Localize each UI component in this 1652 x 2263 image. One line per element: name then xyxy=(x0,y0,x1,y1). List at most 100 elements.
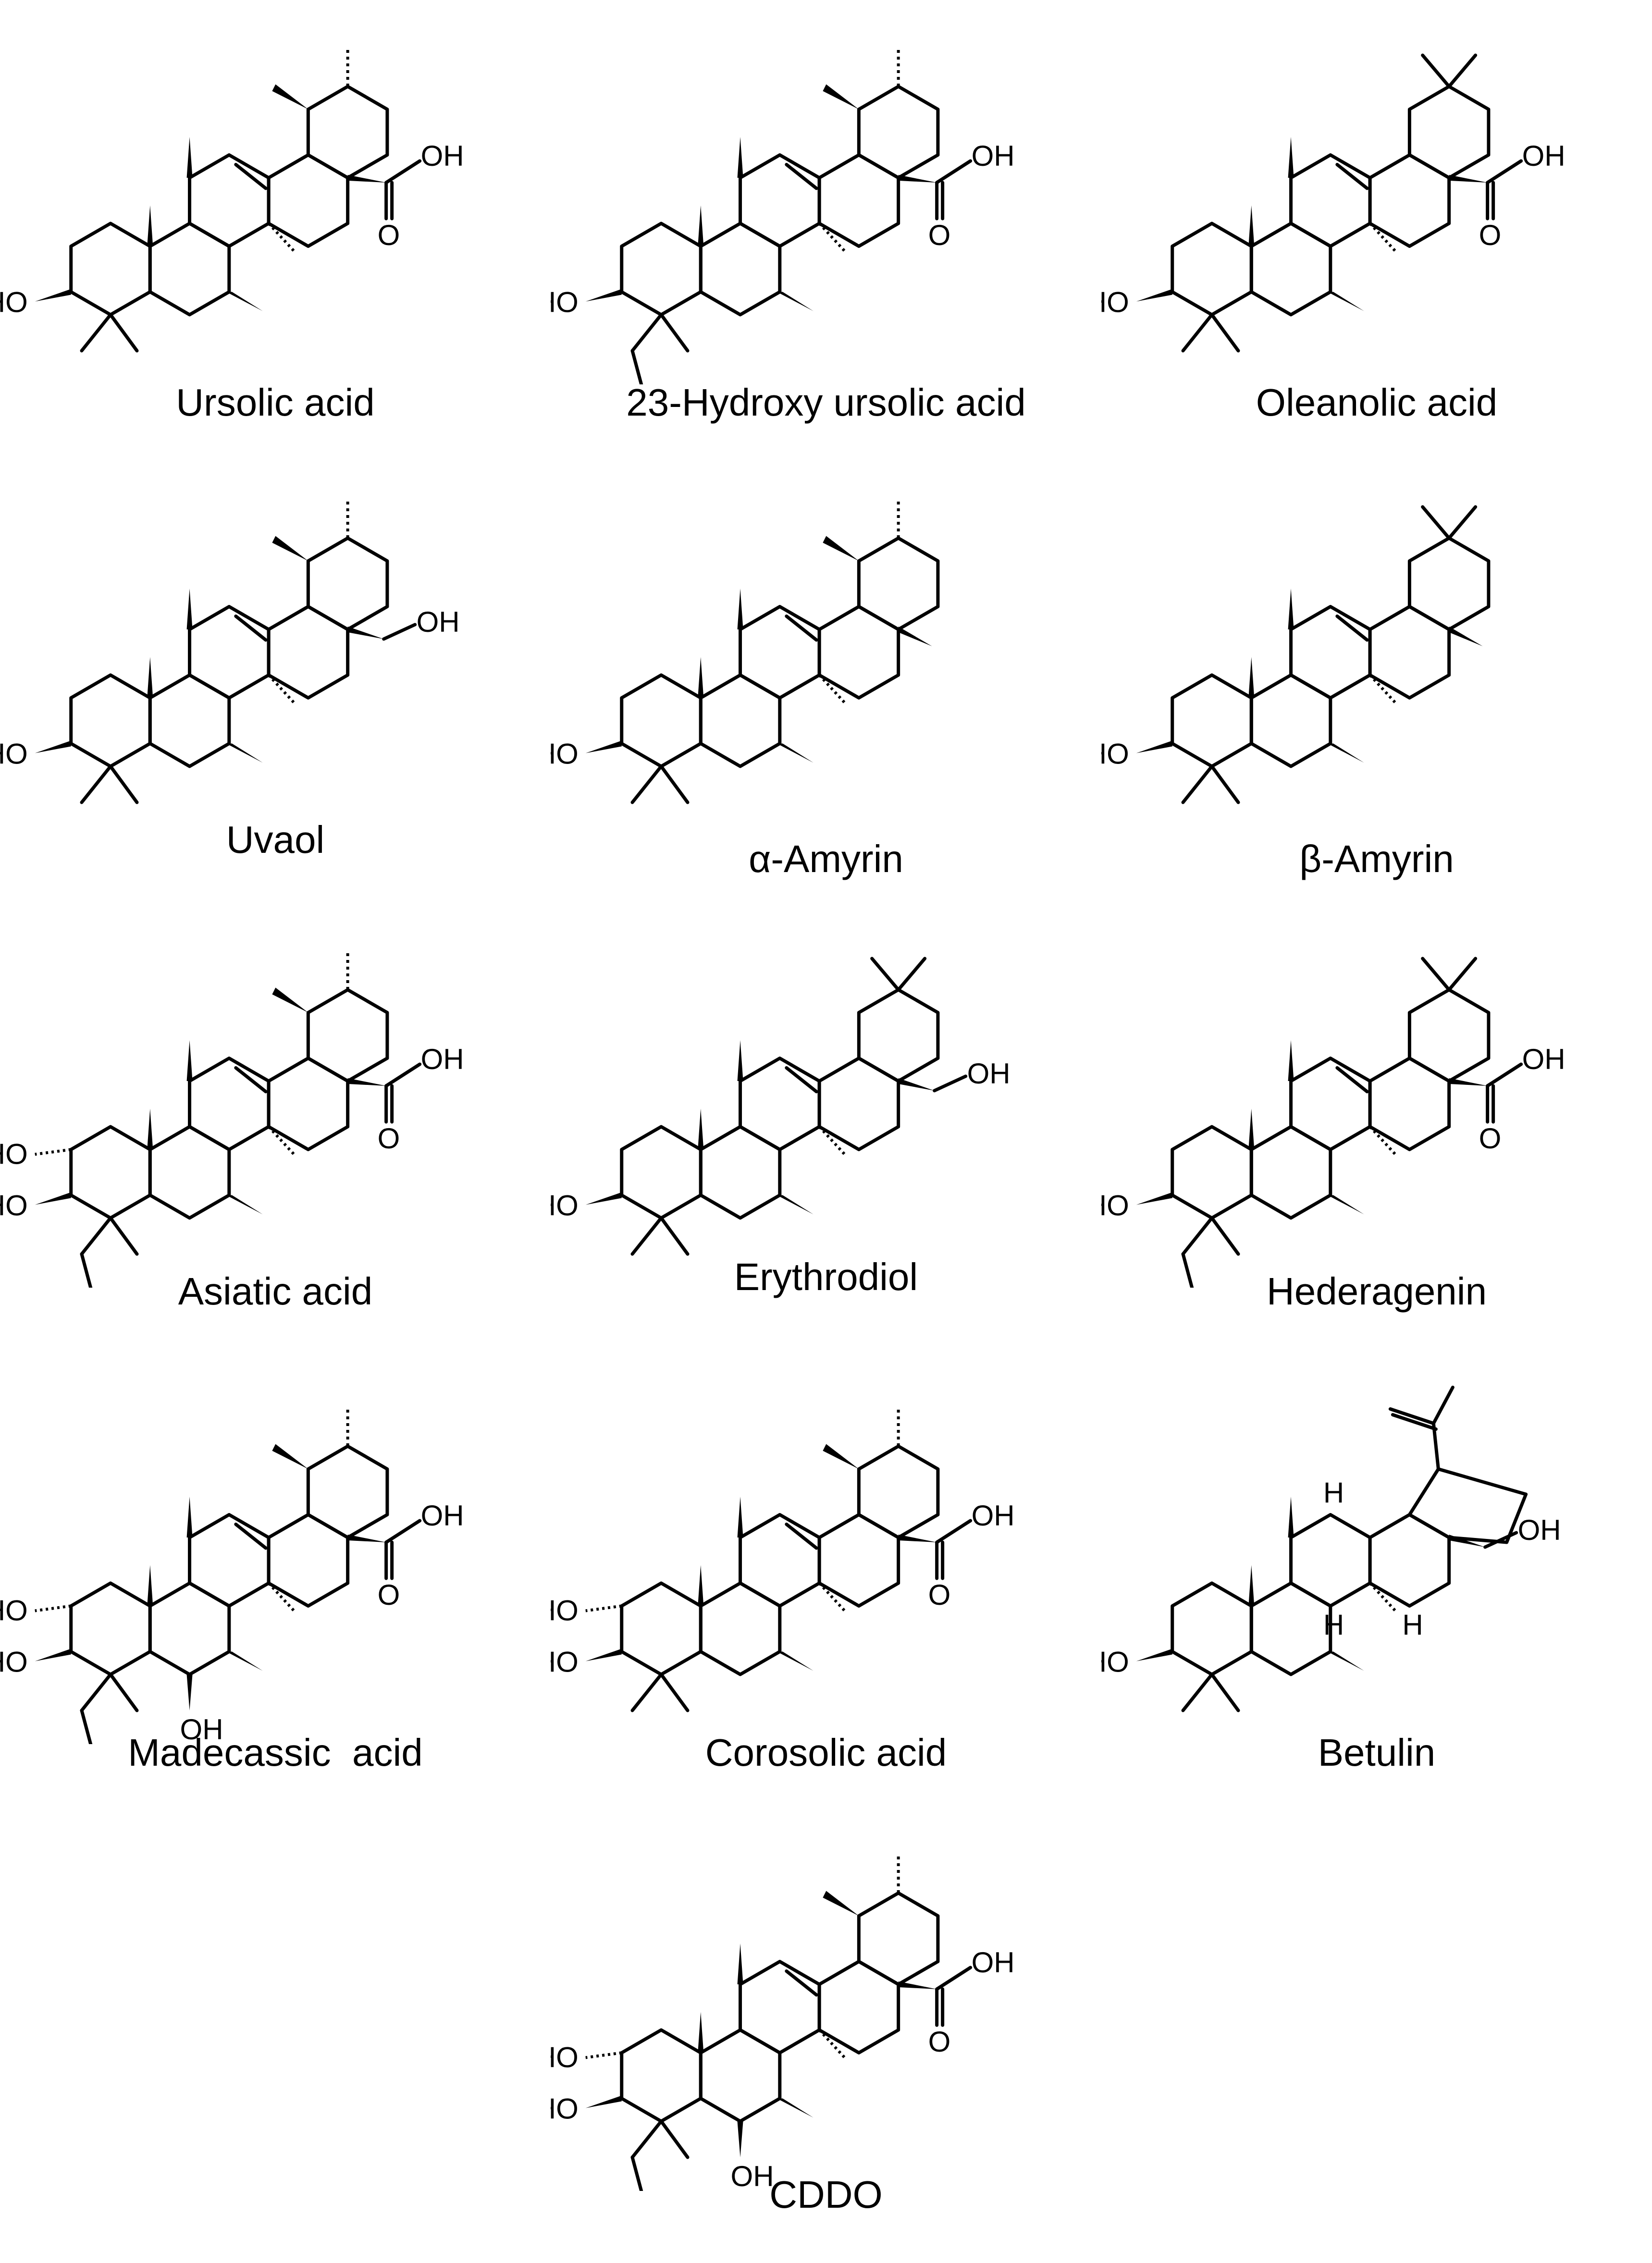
wedge-bond xyxy=(777,743,814,763)
hydroxyl-label: OH xyxy=(417,606,460,638)
ring xyxy=(739,605,821,700)
hydroxyl-label: OH xyxy=(1522,140,1566,172)
wedge-bond xyxy=(698,205,704,246)
ring-skeleton: OHHOOOH xyxy=(551,48,1015,384)
hydroxyl-label: OH xyxy=(972,140,1015,172)
bond xyxy=(109,313,139,353)
double-bond xyxy=(785,1523,818,1550)
wedge-bond xyxy=(898,1535,937,1542)
ring xyxy=(857,1891,940,1986)
compound-name: Betulin xyxy=(1318,1731,1436,1774)
ring xyxy=(739,1057,821,1151)
ring xyxy=(699,1581,782,1676)
ring xyxy=(69,673,152,768)
bond xyxy=(80,1252,93,1288)
bond xyxy=(1421,957,1451,992)
ring xyxy=(148,1125,231,1220)
ring xyxy=(148,673,231,768)
bond xyxy=(897,957,927,992)
bond xyxy=(1181,1673,1214,1712)
ring xyxy=(1368,1057,1451,1151)
hydroxyl-label: HO xyxy=(0,738,28,770)
hashed-bond xyxy=(585,1604,622,1612)
wedge-bond xyxy=(347,627,384,639)
wedge-bond xyxy=(186,1040,193,1081)
bond xyxy=(1486,1062,1523,1088)
hydroxyl-label: HO xyxy=(1101,738,1129,770)
wedge-bond xyxy=(226,1195,263,1215)
hydroxyl-label: HO xyxy=(0,1190,28,1222)
bond xyxy=(109,1216,139,1256)
ring xyxy=(817,1057,900,1151)
hashed-bond xyxy=(818,222,847,254)
hashed-bond xyxy=(267,674,296,705)
wedge-bond xyxy=(777,292,814,311)
wedge-bond xyxy=(272,536,308,561)
ring xyxy=(1289,1057,1372,1151)
bond xyxy=(935,1966,973,1991)
ring xyxy=(817,1960,900,2054)
ring xyxy=(188,153,271,248)
bond xyxy=(933,1074,968,1093)
bond xyxy=(630,2155,643,2191)
bond xyxy=(109,764,139,804)
compound-name: Oleanolic acid xyxy=(1256,381,1498,424)
wedge-bond xyxy=(347,1535,386,1542)
bond xyxy=(659,2119,690,2159)
hydroxyl-label: HO xyxy=(551,286,579,319)
bond xyxy=(1181,1252,1194,1288)
wedge-bond xyxy=(1248,1108,1255,1150)
bond xyxy=(659,1673,690,1712)
hydroxyl-label: OH xyxy=(972,1500,1015,1532)
bond xyxy=(1210,313,1240,353)
ring xyxy=(69,1125,152,1220)
bond xyxy=(1181,313,1214,353)
hydroxyl-label: OH xyxy=(180,1713,223,1744)
ring xyxy=(739,1960,821,2054)
bond xyxy=(80,1709,93,1744)
compound-cell: HOα-Amyrin xyxy=(551,452,1101,908)
wedge-bond xyxy=(898,1078,935,1091)
hydroxyl-label: HO xyxy=(0,1138,28,1170)
bond xyxy=(630,313,663,353)
ring xyxy=(620,2028,703,2123)
ring xyxy=(699,2028,782,2123)
bond xyxy=(630,1216,663,1256)
double-bond xyxy=(785,615,818,642)
bond xyxy=(1447,505,1478,540)
hydroxyl-label: OH xyxy=(421,1043,464,1075)
wedge-bond xyxy=(698,657,704,698)
compound-cell: HOOHUvaol xyxy=(0,452,551,908)
structure-diagram: OHHOHOOHOOH xyxy=(0,1408,464,1744)
bond xyxy=(384,1519,422,1544)
bond xyxy=(659,1216,690,1256)
ring xyxy=(699,1125,782,1220)
wedge-bond xyxy=(1248,657,1255,698)
wedge-bond xyxy=(272,1444,308,1469)
bond xyxy=(80,764,112,804)
wedge-bond xyxy=(272,84,308,110)
hydroxyl-label: HO xyxy=(551,2093,579,2125)
bond xyxy=(1181,1216,1214,1256)
hydroxyl-label: OH xyxy=(731,2160,774,2191)
wedge-bond xyxy=(1248,1565,1255,1606)
hydroxyl-label: HO xyxy=(0,286,28,319)
wedge-bond xyxy=(737,589,743,629)
wedge-bond xyxy=(1327,1195,1364,1215)
wedge-bond xyxy=(226,292,263,311)
ring xyxy=(1407,988,1491,1083)
bond xyxy=(1483,1531,1518,1549)
compound-name: Asiatic acid xyxy=(178,1270,373,1313)
structure-diagram: OHHOHOOHOOH xyxy=(551,1855,1015,2191)
double-bond xyxy=(234,163,268,190)
wedge-bond xyxy=(698,1565,704,1606)
wedge-bond xyxy=(898,175,937,183)
compound-cell: OHHOOOHHederagenin xyxy=(1101,903,1652,1360)
ring xyxy=(306,1444,389,1539)
hashed-bond xyxy=(35,1604,72,1612)
carbonyl-oxygen-label: O xyxy=(928,219,951,251)
ring xyxy=(306,988,389,1083)
wedge-bond xyxy=(777,2098,814,2118)
ring xyxy=(148,1581,231,1676)
wedge-bond xyxy=(585,1192,622,1205)
